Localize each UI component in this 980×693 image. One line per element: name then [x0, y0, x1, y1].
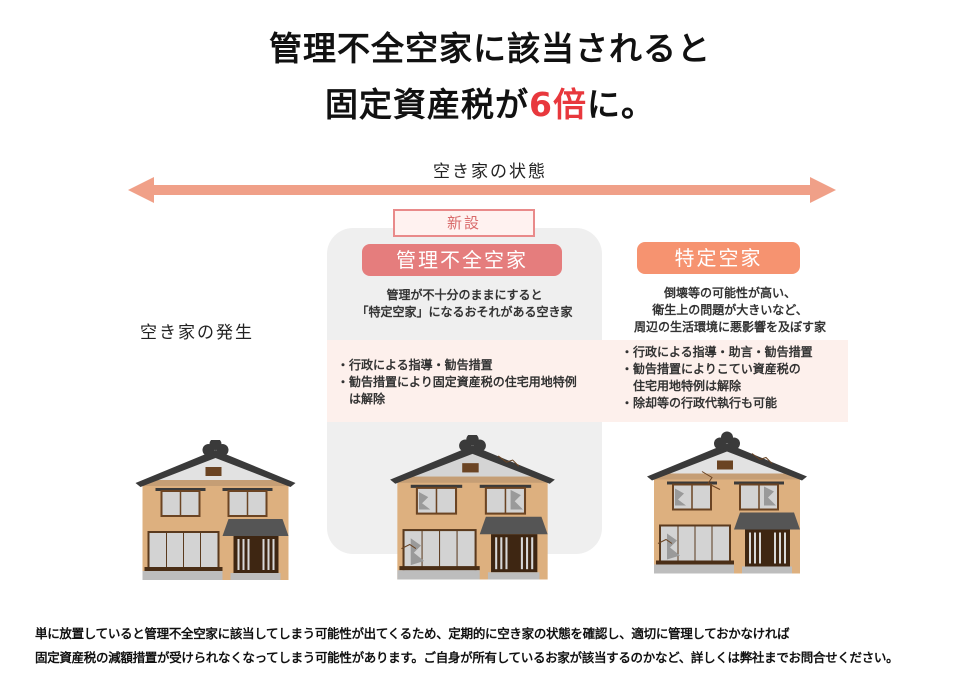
title-line2: 固定資産税が6倍に。 — [0, 78, 980, 126]
desc-line: 「特定空家」になるおそれがある空き家 — [356, 305, 573, 319]
new-badge: 新設 — [393, 209, 535, 237]
title-prefix: 固定資産税が — [325, 85, 530, 124]
specified-measures: ・行政による指導・助言・勧告措置 ・勧告措置によりこてい資産税の 住宅用地特例は… — [621, 344, 813, 412]
desc-line: 衛生上の問題が大きいなど、 — [652, 303, 808, 317]
desc-line: 管理が不十分のままにすると — [386, 288, 543, 302]
house-specified-illustration — [646, 430, 808, 575]
measure-item: 住宅用地特例は解除 — [633, 379, 742, 393]
title-line1: 管理不全空家に該当されると — [269, 29, 711, 68]
footer-line1: 単に放置していると管理不全空家に該当してしまう可能性が出てくるため、定期的に空き… — [35, 626, 790, 641]
specified-desc: 倒壊等の可能性が高い、 衛生上の問題が大きいなど、 周辺の生活環境に悪影響を及ぼ… — [610, 285, 850, 336]
measure-item: ・勧告措置によりこてい資産税の — [621, 362, 801, 376]
measure-item: は解除 — [349, 392, 386, 406]
specified-title: 特定空家 — [637, 242, 800, 274]
mismanaged-measures: ・行政による指導・勧告措置 ・勧告措置により固定資産税の住宅用地特例 は解除 — [337, 357, 577, 408]
desc-line: 倒壊等の可能性が高い、 — [663, 286, 796, 300]
measure-item: ・行政による指導・勧告措置 — [337, 358, 493, 372]
occurrence-label: 空き家の発生 — [140, 323, 254, 343]
measure-item: ・勧告措置により固定資産税の住宅用地特例 — [337, 375, 577, 389]
measure-item: ・行政による指導・助言・勧告措置 — [621, 345, 813, 359]
state-arrow — [150, 185, 815, 195]
axis-label: 空き家の状態 — [433, 162, 547, 182]
desc-line: 周辺の生活環境に悪影響を及ぼす家 — [633, 320, 826, 334]
title-suffix: に。 — [586, 85, 655, 124]
house-occurrence-illustration — [134, 440, 297, 581]
measures-band — [327, 340, 848, 422]
mismanaged-title: 管理不全空家 — [362, 244, 562, 276]
arrow-left-head — [128, 177, 154, 203]
measure-item: ・除却等の行政代執行も可能 — [621, 396, 778, 410]
title-highlight: 6倍 — [529, 85, 587, 124]
arrow-right-head — [810, 177, 836, 203]
mismanaged-desc: 管理が不十分のままにすると 「特定空家」になるおそれがある空き家 — [327, 287, 602, 321]
house-mismanaged-illustration — [389, 435, 556, 581]
footer-line2: 固定資産税の減額措置が受けられなくなってしまう可能性があります。ご自身が所有して… — [35, 650, 899, 665]
